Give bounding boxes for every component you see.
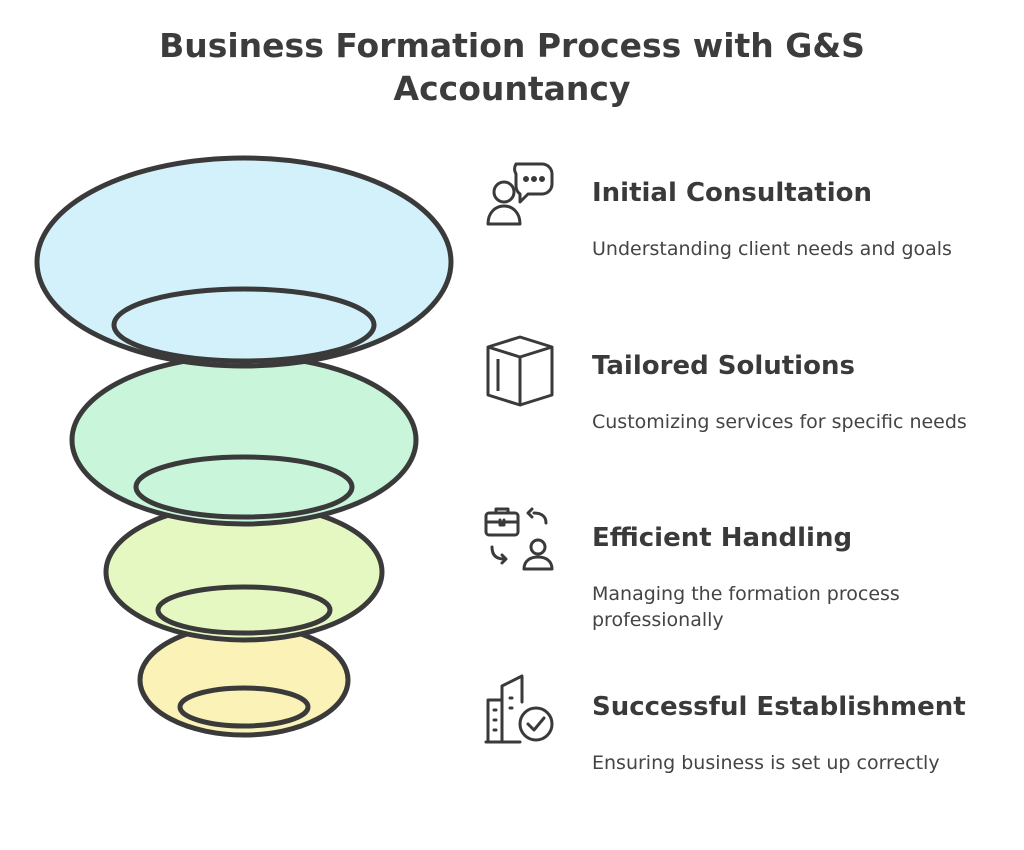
step-description: Understanding client needs and goals [592, 238, 952, 260]
step-heading: Efficient Handling [592, 523, 853, 553]
step-description: Customizing services for specific needs [592, 411, 967, 433]
funnel-ring-2 [69, 353, 419, 527]
step-heading: Tailored Solutions [592, 351, 855, 381]
box-icon [486, 335, 554, 407]
step-description: Ensuring business is set up correctly [592, 752, 940, 774]
title-line-1: Business Formation Process with G&S [159, 26, 865, 65]
funnel-ring-3 [103, 501, 385, 643]
step-initial-consultation: Initial Consultation Understanding clien… [480, 158, 1024, 308]
funnel-graphic [34, 155, 454, 738]
building-check-icon [484, 674, 554, 744]
briefcase-exchange-icon [484, 507, 554, 571]
diagram-title: Business Formation Process with G&S Acco… [0, 24, 1024, 110]
step-heading: Successful Establishment [592, 692, 966, 722]
step-efficient-handling: Efficient Handling Managing the formatio… [480, 503, 1024, 653]
title-line-2: Accountancy [393, 69, 631, 108]
step-heading: Initial Consultation [592, 178, 872, 208]
funnel-ring-1 [34, 155, 454, 369]
step-tailored-solutions: Tailored Solutions Customizing services … [480, 331, 1024, 481]
step-description: Managing the formation process professio… [592, 583, 900, 631]
step-successful-establishment: Successful Establishment Ensuring busine… [480, 672, 1024, 822]
consultation-chat-icon [486, 162, 554, 226]
